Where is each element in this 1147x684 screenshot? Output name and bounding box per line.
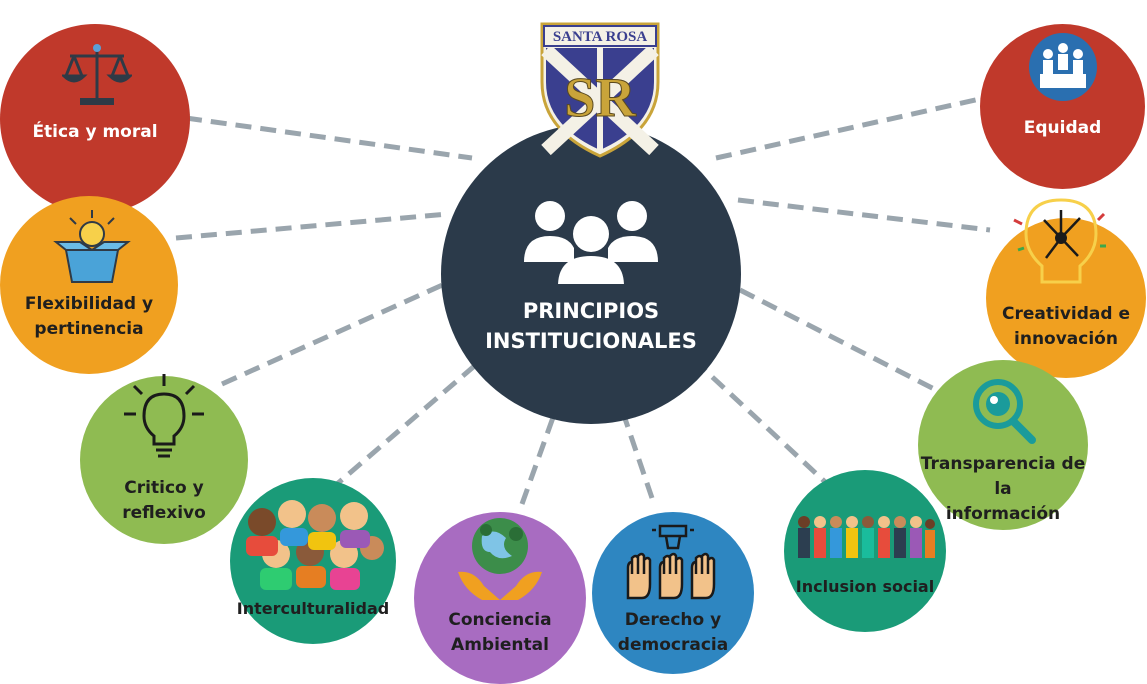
principle-label: Derecho y democracia xyxy=(617,610,729,655)
principle-label: Transparencia de la información xyxy=(920,454,1086,524)
lightbulb-icon xyxy=(124,374,204,458)
connector-line xyxy=(737,197,991,233)
crest-banner: SANTA ROSA xyxy=(553,29,647,45)
principle-transparencia-de-la-informacion: Transparencia de la información xyxy=(918,360,1088,530)
principle-label: Equidad xyxy=(1023,118,1102,138)
idea-box-icon xyxy=(53,210,131,283)
principle-flexibilidad-y-pertinencia: Flexibilidad y pertinencia xyxy=(0,196,178,374)
center-title: PRINCIPIOS INSTITUCIONALES xyxy=(485,299,697,353)
principle-inclusion-social: Inclusion social xyxy=(784,470,946,632)
connector-line xyxy=(738,287,942,395)
earth-in-hands-icon xyxy=(458,518,542,600)
principle-conciencia-ambiental: Conciencia Ambiental xyxy=(414,512,586,684)
principle-critico-y-reflexivo: Critico y reflexivo xyxy=(80,374,248,544)
connector-line xyxy=(220,275,460,387)
connector-line xyxy=(175,211,449,241)
diverse-people-icon xyxy=(798,516,935,558)
crest-monogram: SR xyxy=(564,67,636,129)
principle-creatividad-e-innovacion: Creatividad e innovación xyxy=(986,198,1146,378)
center-hub: PRINCIPIOS INSTITUCIONALES xyxy=(441,124,741,424)
principle-interculturalidad: Interculturalidad xyxy=(230,478,396,644)
santa-rosa-crest-logo: SANTA ROSA SR xyxy=(540,22,660,158)
principle-equidad: Equidad xyxy=(980,24,1145,189)
people-group-icon xyxy=(524,201,658,284)
principle-label: Flexibilidad y pertinencia xyxy=(24,294,154,339)
connector-line xyxy=(519,397,563,505)
principle-etica-y-moral: Ética y moral xyxy=(0,24,190,214)
principle-label: Conciencia Ambiental xyxy=(448,610,552,655)
principle-label: Interculturalidad xyxy=(236,599,390,618)
scales-icon xyxy=(62,44,132,105)
connector-line xyxy=(328,354,488,492)
diverse-children-icon xyxy=(246,500,384,590)
principle-label: Ética y moral xyxy=(32,122,158,142)
principle-label: Inclusion social xyxy=(795,577,935,596)
connector-line xyxy=(692,358,838,494)
connector-line xyxy=(185,115,473,161)
raised-hands-vote-icon xyxy=(626,524,716,600)
podium-people-icon xyxy=(1029,33,1097,101)
principle-label: Critico y reflexivo xyxy=(122,478,206,523)
connector-line xyxy=(715,95,985,161)
principle-derecho-y-democracia: Derecho y democracia xyxy=(592,512,754,674)
magnifier-eye-icon xyxy=(973,379,1036,444)
lightbulb-neuron-icon xyxy=(1013,198,1106,284)
principle-label: Creatividad e innovación xyxy=(1002,304,1130,349)
